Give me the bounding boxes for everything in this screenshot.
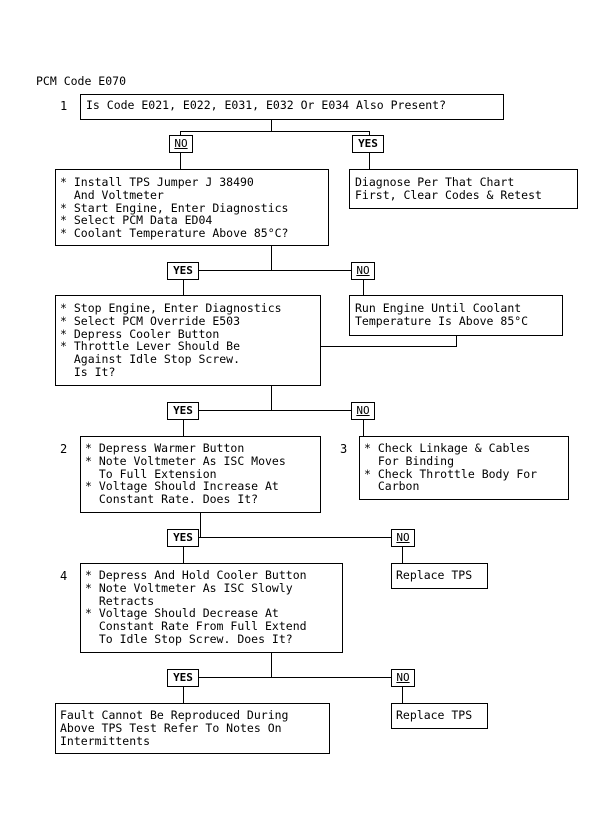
connector (363, 279, 364, 295)
connector (180, 131, 370, 132)
action-text: Diagnose Per That Chart First, Clear Cod… (355, 175, 542, 202)
yes-label: YES (352, 135, 384, 153)
action-box (349, 295, 563, 336)
action-text: * Depress And Hold Cooler Button * Note … (85, 568, 307, 646)
connector (200, 512, 201, 538)
action-text: * Check Linkage & Cables For Binding * C… (364, 441, 538, 494)
connector (402, 546, 403, 563)
action-text: Run Engine Until Coolant Temperature Is … (355, 301, 529, 328)
connector (197, 270, 352, 271)
action-text: Replace TPS (396, 708, 473, 722)
question-text: Is Code E021, E022, E031, E032 Or E034 A… (86, 98, 447, 112)
action-text: Fault Cannot Be Reproduced During Above … (60, 708, 289, 748)
connector (271, 119, 272, 131)
connector (183, 279, 184, 295)
question-box (80, 94, 504, 120)
action-box (80, 436, 321, 513)
connector (183, 546, 184, 563)
action-text: * Depress Warmer Button * Note Voltmeter… (85, 441, 286, 507)
connector (183, 687, 184, 703)
no-label: NO (351, 402, 375, 420)
action-box (55, 295, 321, 386)
yes-label: YES (167, 262, 199, 280)
step-number: 3 (340, 442, 348, 456)
connector (271, 245, 272, 271)
connector (363, 419, 364, 436)
action-box (391, 563, 488, 589)
connector (197, 677, 392, 678)
action-text: * Install TPS Jumper J 38490 And Voltmet… (60, 175, 289, 241)
action-box (391, 703, 488, 729)
action-box (55, 703, 330, 754)
connector (197, 410, 352, 411)
connector (320, 346, 457, 347)
connector (456, 335, 457, 346)
connector (271, 385, 272, 411)
yes-label: YES (167, 669, 199, 687)
connector (271, 652, 272, 678)
step-number: 2 (60, 442, 68, 456)
action-text: * Stop Engine, Enter Diagnostics * Selec… (60, 301, 282, 379)
connector (197, 537, 392, 538)
action-box (80, 563, 343, 653)
connector (402, 687, 403, 703)
action-box (55, 169, 329, 246)
action-box (359, 436, 569, 500)
no-label: NO (391, 529, 415, 547)
connector (369, 131, 370, 136)
yes-label: YES (167, 529, 199, 547)
action-box (349, 169, 578, 209)
connector (183, 419, 184, 436)
no-label: NO (169, 135, 193, 153)
connector (369, 152, 370, 169)
step-number: 4 (60, 569, 68, 583)
chart-title: PCM Code E070 (36, 74, 127, 88)
no-label: NO (351, 262, 375, 280)
yes-label: YES (167, 402, 199, 420)
connector (180, 152, 181, 169)
no-label: NO (391, 669, 415, 687)
connector (180, 131, 181, 136)
step-number: 1 (60, 99, 68, 113)
action-text: Replace TPS (396, 568, 473, 582)
